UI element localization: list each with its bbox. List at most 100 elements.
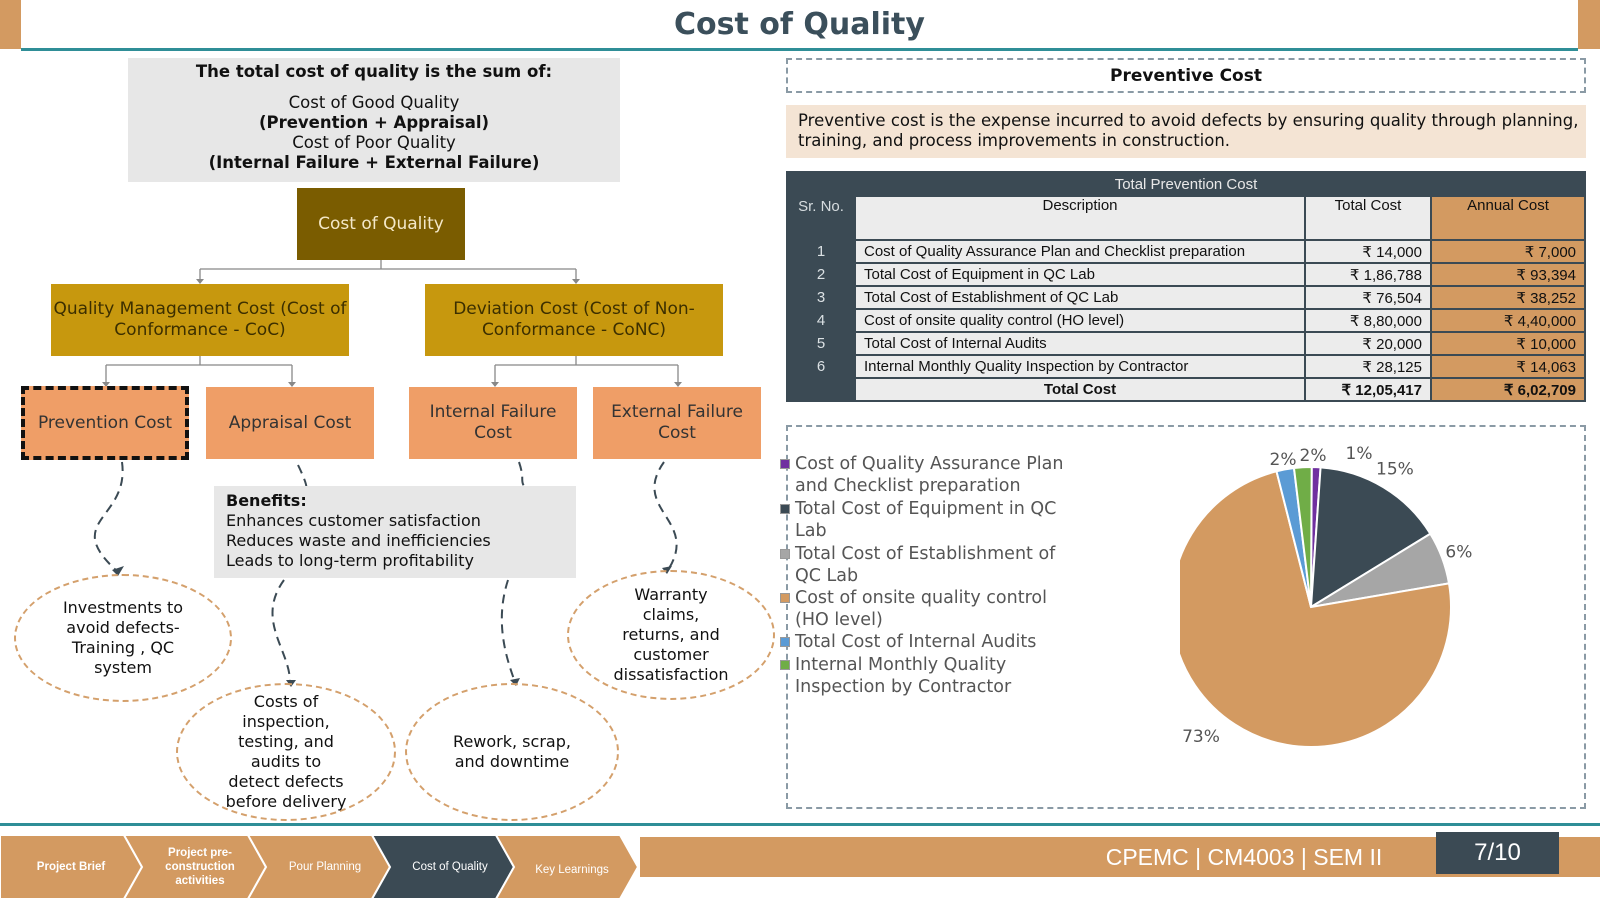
summary-line-good: Cost of Good Quality (288, 93, 460, 112)
benefit-item: Enhances customer satisfaction (226, 511, 481, 530)
legend-item: Cost of Quality Assurance Plan and Check… (780, 453, 1064, 497)
page-number: 7/10 (1436, 832, 1559, 874)
cost-of-quality-box: Cost of Quality (297, 188, 465, 260)
summary-box: The total cost of quality is the sum of:… (128, 58, 620, 182)
table-row: 1 Cost of Quality Assurance Plan and Che… (786, 239, 1586, 264)
deviation-cost-box: Deviation Cost (Cost of Non-Conformance … (425, 284, 723, 356)
legend-swatch (780, 504, 790, 514)
legend-text-line: Internal Monthly Quality (795, 655, 1007, 675)
table-caption: Total Prevention Cost (786, 171, 1586, 197)
legend-text-line: QC Lab (795, 566, 859, 586)
pie-chart: 1%15%6%73%2%2% (1180, 445, 1472, 748)
row-sr: 2 (786, 262, 856, 287)
row-description: Cost of onsite quality control (HO level… (854, 308, 1306, 333)
benefit-item: Leads to long-term profitability (226, 551, 474, 570)
pie-percent-label: 73% (1182, 727, 1220, 747)
row-annual-cost: ₹ 38,252 (1430, 285, 1586, 310)
pie-slice (1180, 470, 1452, 748)
legend-text-line: Total Cost of Equipment in QC (795, 499, 1057, 519)
legend-text-line: Total Cost of Establishment of (795, 544, 1056, 564)
quality-management-cost-box: Quality Management Cost (Cost of Conform… (51, 284, 349, 356)
benefit-item: Reduces waste and inefficiencies (226, 531, 491, 550)
nav-item-pre-construction[interactable]: Project pre-construction activities (165, 847, 235, 887)
legend-text-line: Inspection by Contractor (795, 677, 1012, 697)
legend-swatch (780, 593, 790, 603)
legend-text-line: Total Cost of Internal Audits (795, 632, 1037, 652)
external-failure-detail-ellipse: Warranty claims, returns, and customer d… (567, 570, 775, 700)
total-row-spacer (786, 377, 856, 402)
legend-item: Total Cost of Internal Audits (780, 631, 1037, 653)
preventive-cost-description: Preventive cost is the expense incurred … (786, 105, 1586, 158)
row-annual-cost: ₹ 4,40,000 (1430, 308, 1586, 333)
row-sr: 5 (786, 331, 856, 356)
row-total-cost: ₹ 20,000 (1304, 331, 1432, 356)
external-failure-detail-text: Warranty claims, returns, and customer d… (613, 585, 729, 684)
appraisal-detail-ellipse: Costs of inspection, testing, and audits… (176, 683, 396, 821)
total-cost-value: ₹ 12,05,417 (1304, 377, 1432, 402)
row-description: Total Cost of Internal Audits (854, 331, 1306, 356)
benefits-heading: Benefits: (226, 491, 307, 510)
row-description: Internal Monthly Quality Inspection by C… (854, 354, 1306, 379)
appraisal-detail-text: Costs of inspection, testing, and audits… (225, 692, 347, 811)
footer-nav-labels: Project Brief Project pre-construction a… (0, 835, 660, 900)
course-code: CPEMC | CM4003 | SEM II (1105, 843, 1383, 870)
legend-swatch (780, 549, 790, 559)
pie-percent-label: 15% (1376, 459, 1414, 479)
legend-text-line: Cost of Quality Assurance Plan (795, 454, 1064, 474)
nav-item-project-brief[interactable]: Project Brief (36, 861, 106, 873)
row-total-cost: ₹ 14,000 (1304, 239, 1432, 264)
chart-frame (786, 425, 1586, 809)
row-total-cost: ₹ 28,125 (1304, 354, 1432, 379)
prevention-cost-box: Prevention Cost (21, 386, 189, 460)
prevention-detail-text: Investments to avoid defects- Training ,… (62, 598, 184, 677)
legend-item: Total Cost of Equipment in QC Lab (780, 498, 1057, 542)
summary-heading: The total cost of quality is the sum of: (195, 62, 553, 81)
row-total-cost: ₹ 8,80,000 (1304, 308, 1432, 333)
row-annual-cost: ₹ 14,063 (1430, 354, 1586, 379)
row-sr: 6 (786, 354, 856, 379)
internal-failure-detail-text: Rework, scrap, and downtime (453, 732, 571, 771)
nav-item-key-learnings[interactable]: Key Learnings (535, 864, 609, 876)
pie-percent-label: 2% (1270, 450, 1297, 470)
legend-text-line: Cost of onsite quality control (795, 588, 1047, 608)
prevention-detail-ellipse: Investments to avoid defects- Training ,… (14, 574, 232, 702)
pie-slice (1309, 466, 1432, 609)
table-row: 6 Internal Monthly Quality Inspection by… (786, 354, 1586, 379)
row-description: Total Cost of Equipment in QC Lab (854, 262, 1306, 287)
pie-percent-label: 1% (1346, 445, 1373, 464)
row-description: Cost of Quality Assurance Plan and Check… (854, 239, 1306, 264)
legend-item: Total Cost of Establishment of QC Lab (780, 543, 1056, 587)
legend-text-line: and Checklist preparation (795, 476, 1021, 496)
nav-chevron[interactable] (494, 835, 640, 900)
row-total-cost: ₹ 76,504 (1304, 285, 1432, 310)
appraisal-cost-box: Appraisal Cost (206, 387, 374, 459)
row-description: Total Cost of Establishment of QC Lab (854, 285, 1306, 310)
prevention-cost-table: Total Prevention Cost Sr. No. Descriptio… (786, 171, 1586, 402)
summary-line-poor: Cost of Poor Quality (292, 133, 456, 152)
table-row: 4 Cost of onsite quality control (HO lev… (786, 308, 1586, 333)
pie-slice (1292, 466, 1313, 608)
row-sr: 4 (786, 308, 856, 333)
table-total-row: Total Cost ₹ 12,05,417 ₹ 6,02,709 (786, 377, 1586, 402)
tree-connectors (94, 260, 682, 687)
internal-failure-detail-ellipse: Rework, scrap, and downtime (405, 683, 619, 821)
legend-swatch (780, 459, 790, 469)
benefits-box: Benefits: Enhances customer satisfaction… (214, 486, 576, 578)
row-sr: 1 (786, 239, 856, 264)
header-annual-cost: Annual Cost (1430, 195, 1586, 241)
pie-percent-label: 6% (1445, 542, 1472, 562)
table-row: 2 Total Cost of Equipment in QC Lab ₹ 1,… (786, 262, 1586, 287)
row-total-cost: ₹ 1,86,788 (1304, 262, 1432, 287)
header-divider (21, 48, 1578, 51)
table-row: 5 Total Cost of Internal Audits ₹ 20,000… (786, 331, 1586, 356)
footer-divider (0, 823, 1600, 826)
row-sr: 3 (786, 285, 856, 310)
nav-item-cost-of-quality[interactable]: Cost of Quality (412, 861, 488, 873)
preventive-cost-title: Preventive Cost (786, 58, 1586, 93)
footer-nav (0, 835, 640, 900)
page-title: Cost of Quality (674, 6, 925, 42)
header-description: Description (854, 195, 1306, 241)
legend-item: Cost of onsite quality control (HO level… (780, 587, 1047, 631)
nav-item-pour-planning[interactable]: Pour Planning (288, 861, 362, 873)
legend-swatch (780, 660, 790, 670)
